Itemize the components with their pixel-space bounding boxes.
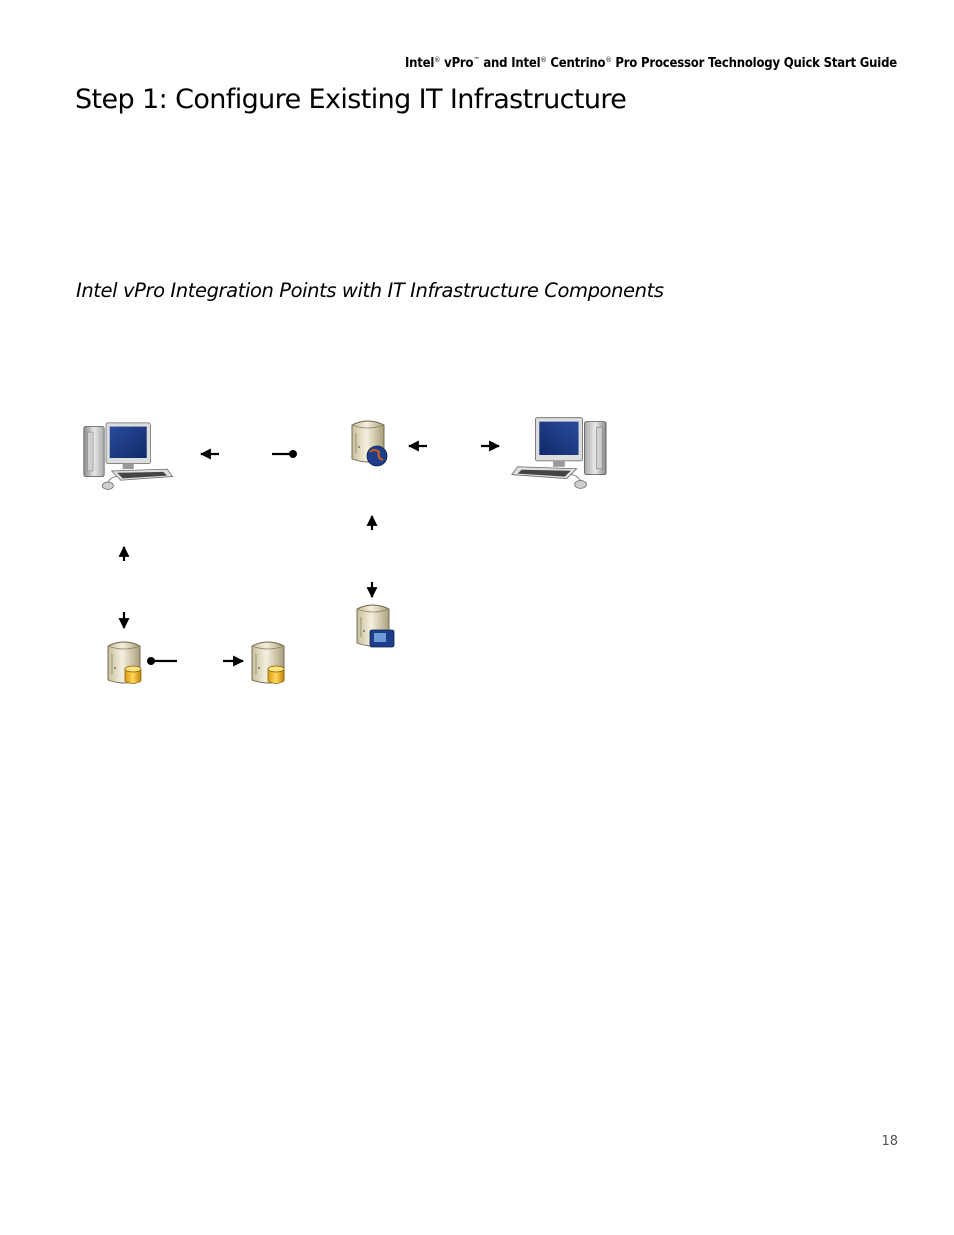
setup-config-server bbox=[351, 420, 388, 467]
dhcp-dns-server-1 bbox=[107, 641, 142, 684]
registered-mark: ® bbox=[605, 56, 612, 64]
connector-arrows bbox=[118, 440, 501, 667]
header-text-centrino: Centrino bbox=[550, 56, 606, 71]
management-console-pc-right bbox=[511, 417, 607, 489]
header-text-intel: Intel bbox=[404, 56, 435, 71]
connector-dot bbox=[147, 657, 155, 665]
connector-dot bbox=[289, 450, 297, 458]
header-text-and-intel: and Intel bbox=[483, 56, 541, 71]
monitor-badge-icon bbox=[369, 629, 395, 648]
trademark-mark: ™ bbox=[473, 56, 480, 64]
running-header: Intel® vPro™ and Intel® Centrino® Pro Pr… bbox=[405, 56, 897, 71]
desktop-computer-icon bbox=[83, 422, 174, 490]
globe-icon bbox=[366, 445, 388, 467]
page-title: Step 1: Configure Existing IT Infrastruc… bbox=[75, 84, 627, 115]
desktop-computer-icon bbox=[511, 417, 607, 489]
database-icon bbox=[124, 665, 142, 684]
header-text-guide: Pro Processor Technology Quick Start Gui… bbox=[615, 56, 897, 71]
header-text-vpro: vPro bbox=[444, 56, 474, 71]
database-icon bbox=[267, 665, 285, 684]
dhcp-dns-server-2 bbox=[251, 641, 285, 684]
registered-mark: ® bbox=[434, 56, 441, 64]
registered-mark: ® bbox=[540, 56, 547, 64]
page-number: 18 bbox=[881, 1134, 898, 1149]
managed-client-pc-left bbox=[83, 422, 174, 490]
section-heading: Intel vPro Integration Points with IT In… bbox=[76, 279, 664, 302]
directory-server bbox=[356, 604, 395, 648]
